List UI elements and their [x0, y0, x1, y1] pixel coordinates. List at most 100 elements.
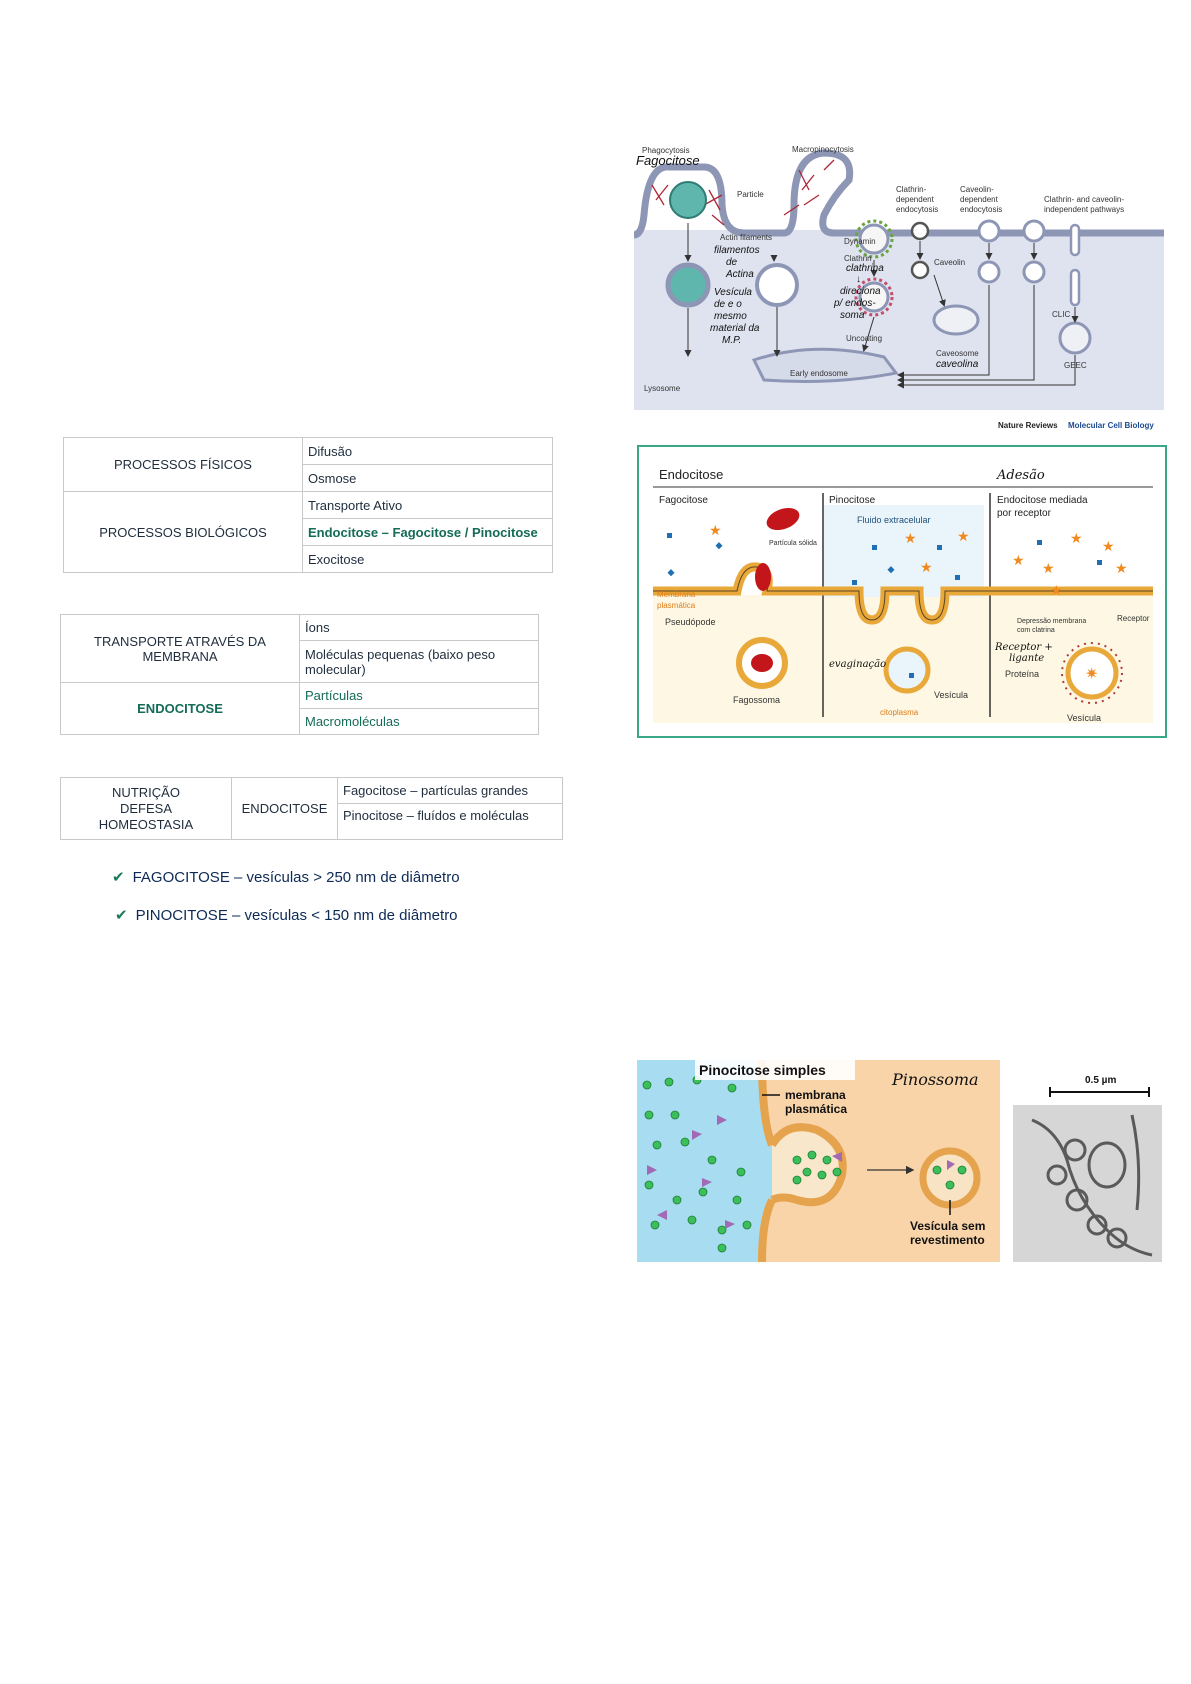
label-vesicle: Vesícula	[934, 690, 968, 700]
phagosome-particle	[751, 654, 773, 672]
independent-pit	[1022, 219, 1046, 243]
hand-vesicula: material da	[710, 323, 760, 334]
check-item: ✔ PINOCITOSE – vesículas < 150 nm de diâm…	[115, 906, 458, 924]
label-caveolin: Caveolin	[934, 258, 965, 267]
check-text: FAGOCITOSE – vesículas > 250 nm de diâme…	[132, 869, 460, 886]
label-caveolin-dep: endocytosis	[960, 205, 1002, 214]
fluid-bg	[824, 505, 984, 597]
label-vesicle: Vesícula sem	[910, 1219, 985, 1233]
table-cell-label: TRANSPORTE ATRAVÉS DA MEMBRANA	[60, 614, 300, 683]
hand-clathrina: p/ endos-	[833, 298, 876, 309]
pathway-arrows	[684, 223, 1079, 389]
function-line: DEFESA	[119, 800, 172, 816]
geec	[1058, 321, 1092, 355]
label-fluid: Fluido extracelular	[857, 515, 931, 525]
hand-actina: Actina	[725, 269, 754, 280]
svg-text:★: ★	[1070, 530, 1083, 546]
svg-text:★: ★	[904, 530, 917, 546]
label-uncoating: Uncoating	[846, 334, 882, 343]
table-cell: Osmose	[302, 464, 553, 492]
figure-endocytosis-pathways: Phagocytosis Macropinocytosis Particle A…	[634, 145, 1164, 430]
solute-dots	[642, 1075, 967, 1253]
table-cell: Macromoléculas	[299, 708, 539, 735]
caveolin-vesicle	[910, 260, 930, 280]
clic-tube	[1069, 268, 1081, 307]
function-line: HOMEOSTASIA	[98, 816, 194, 832]
clathrin-vesicle	[858, 281, 890, 313]
hand-actina: de	[726, 257, 738, 268]
hand-clathrina: soma	[840, 310, 865, 321]
svg-text:★: ★	[1012, 552, 1025, 568]
check-icon: ✔	[115, 907, 128, 924]
col-title: Endocitose mediada	[997, 495, 1088, 506]
label-vesicle2: Vesícula	[1067, 713, 1101, 723]
label-phagosome: Fagossoma	[733, 695, 780, 705]
table-cell: Moléculas pequenas (baixo peso molecular…	[299, 640, 539, 683]
table-cell: Difusão	[302, 437, 553, 465]
label-geec: GEEC	[1064, 361, 1087, 370]
membrane-line	[653, 566, 1153, 621]
table-cell-highlight: Endocitose – Fagocitose / Pinocitose	[302, 518, 553, 546]
figure-endocitose: ✷ ★★★★ ★★★★ ★★ Endocitose Adesão Fagocit…	[637, 445, 1167, 738]
label-vesicle: revestimento	[910, 1233, 985, 1247]
svg-text:★: ★	[1102, 538, 1115, 554]
particle	[669, 181, 707, 219]
table-cell: Exocitose	[302, 545, 553, 573]
label-phagocytosis: Phagocytosis	[642, 146, 690, 155]
label-caveosome: Caveosome	[936, 349, 979, 358]
label-depression: com clatrina	[1017, 627, 1055, 634]
pinocytosis-vesicle	[883, 646, 931, 694]
fig-title: Pinocitose simples	[699, 1062, 826, 1078]
hand-clathrina: direciona	[840, 286, 881, 297]
table-cell: Pinocitose – fluídos e moléculas	[337, 803, 563, 840]
fig-title: Endocitose	[659, 467, 723, 482]
hand-adesao: Adesão	[996, 468, 1045, 483]
independent-pit	[977, 219, 1001, 243]
label-clathrin: Clathrin	[844, 254, 872, 263]
source-b: Molecular Cell Biology	[1068, 421, 1154, 430]
hand-caveolina: caveolina	[936, 359, 979, 370]
label-independent: Clathrin- and caveolin-	[1044, 195, 1124, 204]
plasma-membrane	[634, 149, 1164, 239]
label-particle: Particle	[737, 190, 764, 199]
early-endosome	[751, 347, 899, 383]
label-lysosome: Lysosome	[644, 384, 681, 393]
label-membrane: plasmática	[657, 601, 696, 610]
label-clic: CLIC	[1052, 310, 1070, 319]
check-text: PINOCITOSE – vesículas < 150 nm de diâme…	[135, 907, 458, 924]
hand-clathrina: ↓	[856, 274, 861, 285]
solute-triangles	[647, 1115, 955, 1229]
table-cell-label: PROCESSOS BIOLÓGICOS	[63, 491, 303, 573]
actin-filaments	[651, 159, 835, 226]
independent-vesicle	[977, 260, 1001, 284]
table-cell-label: PROCESSOS FÍSICOS	[63, 437, 303, 492]
label-membrane: plasmática	[785, 1102, 847, 1116]
hand-vesicula: de e o	[714, 299, 742, 310]
hand-vesicula: mesmo	[714, 311, 747, 322]
solid-particle	[755, 563, 771, 591]
check-icon: ✔	[112, 869, 125, 886]
hand-actina: filamentos	[714, 245, 760, 256]
svg-text:★: ★	[1050, 582, 1063, 598]
table-cell-functions: NUTRIÇÃO DEFESA HOMEOSTASIA	[60, 777, 232, 840]
label-macropinocytosis: Macropinocytosis	[792, 145, 854, 154]
scale-label: 0.5 µm	[1085, 1075, 1116, 1086]
clathrin-coat	[1061, 642, 1123, 704]
svg-text:★: ★	[957, 528, 970, 544]
table-transport: TRANSPORTE ATRAVÉS DA MEMBRANA Íons Molé…	[60, 614, 539, 735]
table-cell-label: ENDOCITOSE	[60, 682, 300, 735]
invagination	[768, 1123, 847, 1207]
svg-text:✷: ✷	[1085, 666, 1098, 683]
source-a: Nature Reviews	[998, 421, 1058, 430]
label-clathrin-dep: Clathrin-	[896, 185, 927, 194]
label-membrane: Membrana	[657, 590, 696, 599]
coated-vesicle	[1065, 646, 1119, 700]
phagosome-vesicle	[665, 262, 711, 308]
table-cell-label: ENDOCITOSE	[231, 777, 338, 840]
label-cytoplasm: citoplasma	[880, 708, 919, 717]
label-caveolin-dep: dependent	[960, 195, 999, 204]
hand-pinossoma: Pinossoma	[891, 1070, 979, 1089]
label-membrane: membrana	[785, 1088, 846, 1102]
label-pseudopod: Pseudópode	[665, 617, 716, 627]
hand-clathrina: clathrina	[846, 263, 884, 274]
